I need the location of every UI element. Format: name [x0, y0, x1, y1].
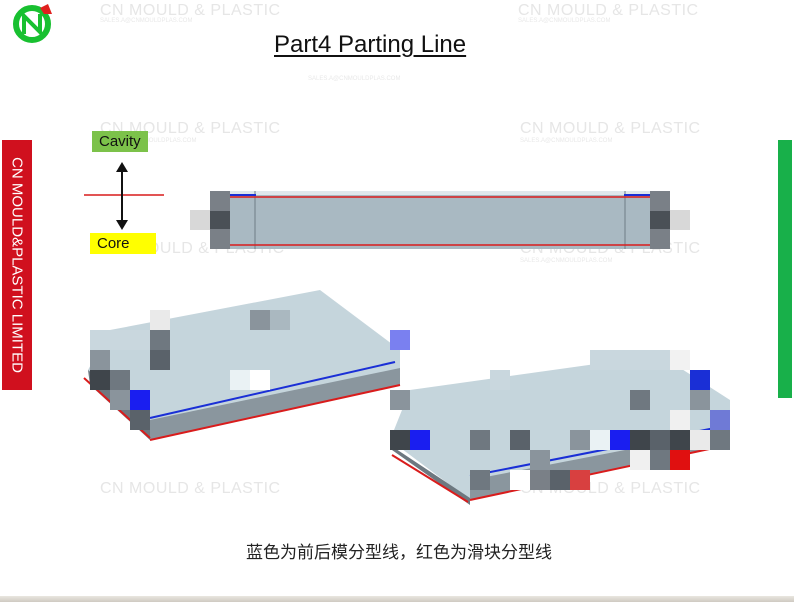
- side-banner: CN MOULD&PLASTIC LIMITED: [2, 140, 32, 390]
- iso-view-left: [83, 290, 410, 441]
- watermark-sub: SALES.A@CNMOULDPLAS.COM: [308, 76, 401, 82]
- watermark: CN MOULD & PLASTIC: [100, 480, 281, 497]
- side-accent-bar: [778, 140, 792, 398]
- watermark-sub: SALES.A@CNMOULDPLAS.COM: [520, 138, 613, 144]
- direction-arrow: [84, 162, 164, 230]
- cavity-label: Cavity: [92, 131, 148, 152]
- watermark: CN MOULD & PLASTIC: [520, 120, 701, 137]
- caption: 蓝色为前后模分型线，红色为滑块分型线: [246, 543, 552, 563]
- iso-view-right: [390, 350, 730, 505]
- page-title: Part4 Parting Line: [274, 31, 467, 58]
- watermark-sub: SALES.A@CNMOULDPLAS.COM: [518, 18, 611, 24]
- bottom-rule: [0, 596, 794, 602]
- watermark-sub: SALES.A@CNMOULDPLAS.COM: [104, 138, 197, 144]
- watermark: CN MOULD & PLASTIC: [518, 2, 699, 19]
- core-label: Core: [90, 233, 156, 254]
- watermark-sub: SALES.A@CNMOULDPLAS.COM: [520, 258, 613, 264]
- watermark: CN MOULD & PLASTIC: [100, 2, 281, 19]
- side-view-part: [190, 191, 690, 249]
- watermark-sub: SALES.A@CNMOULDPLAS.COM: [100, 18, 193, 24]
